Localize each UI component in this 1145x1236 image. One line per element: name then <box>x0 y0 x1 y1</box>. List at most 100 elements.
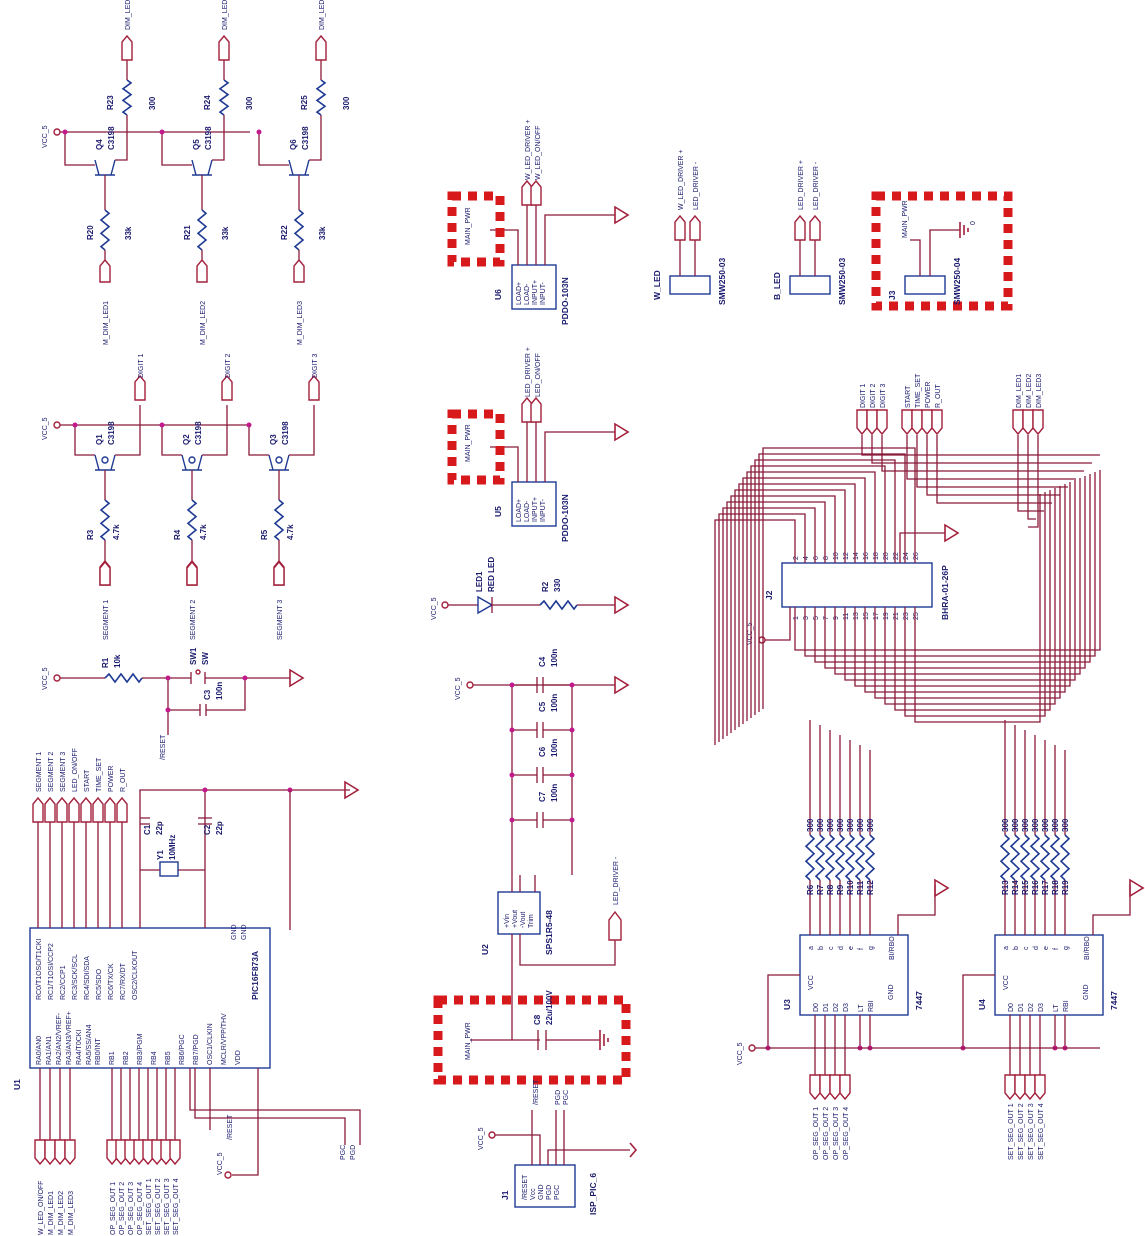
dim-port <box>218 34 230 61</box>
header-pin: 4 <box>803 556 810 560</box>
driver-in-net: MAIN_PWR <box>465 424 472 462</box>
driver-in-net: MAIN_PWR <box>465 207 472 245</box>
header-pin: 14 <box>853 552 860 560</box>
header-port <box>911 409 923 436</box>
mcu-gnd-label: GND <box>241 924 248 940</box>
driver-body <box>511 481 557 527</box>
mcu-top-port <box>56 796 68 823</box>
header-port <box>1032 409 1044 436</box>
mcu-pin-label: RC5/SDO <box>96 968 103 1000</box>
u2-out-net: LED_DRIVER - <box>613 856 620 905</box>
ground-symbol <box>934 878 950 898</box>
segment-resistor-ref: R8 <box>826 884 835 895</box>
mcu-pin-label: RA0/AN0 <box>36 1036 43 1065</box>
mcu-top-port <box>104 796 116 823</box>
decoder-pin: BI/RBO <box>1084 936 1091 960</box>
c2-value: 22p <box>215 821 224 835</box>
connector-ref: B_LED <box>772 272 782 300</box>
decoder-input-label: SET_SEG_OUT 1 <box>1008 1103 1015 1160</box>
mcu-misc-nets: /RESET PGC PGD VCC_5 <box>189 1068 361 1179</box>
dim-input-port-label: M_DIM_LED1 <box>103 301 110 345</box>
header-port <box>876 409 888 436</box>
segment-resistor-ref: R18 <box>1051 880 1060 895</box>
mcu-pin-label: RB6/PGC <box>179 1034 186 1065</box>
header-pin: 21 <box>893 612 900 620</box>
driver-out-net: LED_ON/OFF <box>535 353 542 397</box>
transistor-part: C3198 <box>281 421 290 445</box>
j2-ref: J2 <box>764 590 774 600</box>
decoder-pin: D3 <box>1038 1003 1045 1012</box>
header-pin: 18 <box>873 552 880 560</box>
mcu-pin-label: RB0/INT <box>95 1037 102 1065</box>
ground-symbol <box>614 422 630 442</box>
resistor-value: 4.7k <box>112 524 121 540</box>
driver-body <box>511 264 557 310</box>
header-port-label: DIM_LED2 <box>1026 374 1033 408</box>
mcu-top-port-label: SEGMENT 3 <box>60 752 67 792</box>
segment-resistor <box>1059 834 1071 881</box>
header-pin: 16 <box>863 552 870 560</box>
dim-port-label: DIM_LED1 <box>125 0 132 30</box>
decoder-pin: c <box>1023 946 1030 950</box>
segment-resistor-ref: R11 <box>856 880 865 895</box>
decoder-pin: D2 <box>833 1003 840 1012</box>
crystal-ref: Y1 <box>156 850 165 860</box>
base-resistor <box>196 209 208 251</box>
decoder-input-label: SET_SEG_OUT 4 <box>1038 1103 1045 1160</box>
segment-port-label: SEGMENT 2 <box>190 600 197 640</box>
mcu-pin-label: RA5/SS/AN4 <box>86 1024 93 1065</box>
mcu-top-port-label: SEGMENT 2 <box>48 752 55 792</box>
npn-transistor-icon <box>191 159 213 176</box>
decoder-pin: g <box>868 946 875 950</box>
mcu-top-port <box>92 796 104 823</box>
collector-resistor <box>315 79 327 116</box>
segment-resistor <box>844 834 856 881</box>
driver-pin-label: LOAD- <box>524 283 531 305</box>
svg-text:PGC: PGC <box>554 1185 561 1200</box>
connector-body <box>789 275 831 295</box>
mcu-top-port <box>116 796 128 823</box>
sw1-ref: SW1 <box>189 647 198 665</box>
mcu-left-port <box>44 1139 56 1166</box>
header-pin: 13 <box>853 612 860 620</box>
decoder-input-port <box>1004 1074 1016 1101</box>
decoder-pin: f <box>1053 948 1060 950</box>
decoder-body <box>994 934 1104 1016</box>
base-resistor <box>273 499 285 541</box>
mcu-left-port <box>54 1139 66 1166</box>
digit-port <box>134 374 146 401</box>
mcu-bottom-port-label: SET_SEG_OUT 4 <box>173 1178 180 1235</box>
driver-pin-label: INPUT- <box>540 281 547 305</box>
svg-text:PGD: PGD <box>546 1185 553 1200</box>
segment-resistor-value: 300 <box>1011 818 1020 832</box>
r2-ref: R2 <box>541 581 550 592</box>
mcu-top-port <box>68 796 80 823</box>
decoder-input-label: SET_SEG_OUT 3 <box>1028 1103 1035 1160</box>
segment-resistor-ref: R6 <box>806 884 815 895</box>
isp-body <box>514 1164 576 1208</box>
segment-port-label: SEGMENT 3 <box>277 600 284 640</box>
header-pin: 23 <box>903 612 910 620</box>
svg-text:Vcc: Vcc <box>530 1188 537 1200</box>
mcu-bottom-port <box>169 1139 181 1166</box>
driver-pin-label: INPUT+ <box>532 280 539 305</box>
highlight-main-pwr-u6 <box>447 191 505 267</box>
decoder-pin: b <box>818 946 825 950</box>
crystal-value: 10MHz <box>168 835 177 860</box>
segment-resistor-value: 300 <box>836 818 845 832</box>
driver-ref: U5 <box>493 506 503 517</box>
mcu-pin-label: MCLR/VPP/THV <box>221 1013 228 1065</box>
segment-resistor <box>824 834 836 881</box>
isp-reset-net: /RESET <box>533 1079 540 1105</box>
led1-ref: LED1 <box>475 571 484 592</box>
vcc-terminal <box>758 636 766 644</box>
resistor-value: 4.7k <box>286 524 295 540</box>
mcu-top-port-label: POWER <box>108 766 115 792</box>
connector-port <box>674 214 686 241</box>
decoder-input-label: OP_SEG_OUT 3 <box>833 1107 840 1160</box>
connector-net: LED_DRIVER - <box>813 161 820 210</box>
r2-value: 330 <box>553 578 562 592</box>
header-pin: 26 <box>913 552 920 560</box>
base-resistor <box>99 209 111 251</box>
